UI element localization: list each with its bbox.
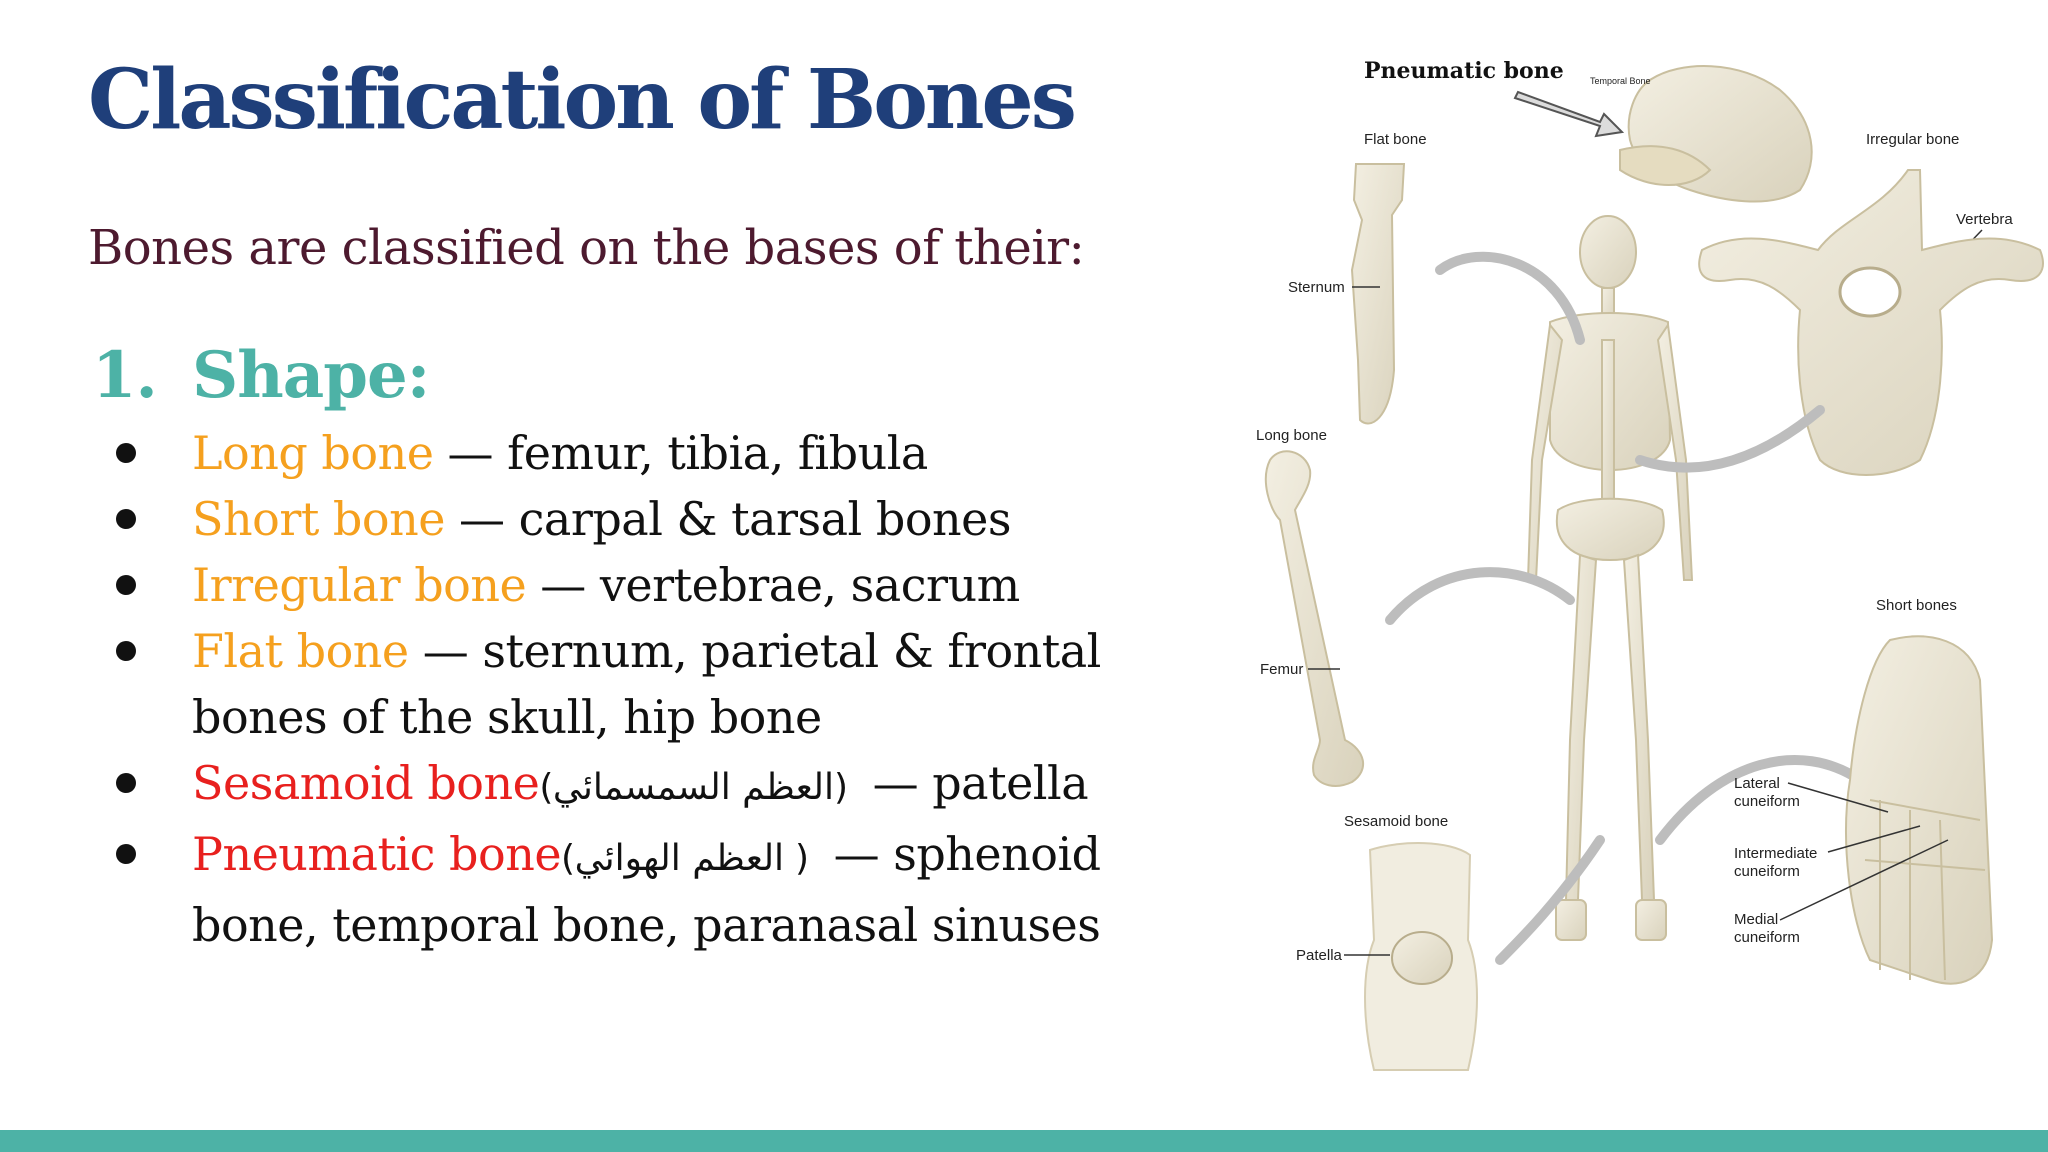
- arrow-to-sesamoid-bone: [1495, 835, 1605, 965]
- leader-line: [1827, 825, 1921, 853]
- femur-image: [1264, 450, 1365, 787]
- list-item-short-bone: Short bone — carpal & tarsal bones: [0, 486, 1150, 552]
- skeleton-illustration: Pneumatic bone Temporal Bone Flat bone S…: [1256, 58, 2044, 1071]
- bone-type-name: Short bone: [192, 492, 445, 546]
- label-intermediate-cuneiform-1: Intermediate: [1734, 845, 1817, 862]
- bullet-icon: [116, 844, 136, 864]
- section-title: Shape:: [192, 338, 430, 413]
- bullet-icon: [116, 443, 136, 463]
- section-number: 1.: [92, 338, 158, 413]
- arrow-to-irregular-bone: [1635, 405, 1825, 473]
- bullet-icon: [116, 773, 136, 793]
- label-femur: Femur: [1260, 661, 1303, 678]
- label-medial-cuneiform-2: cuneiform: [1734, 929, 1800, 946]
- vertebral-foramen: [1838, 266, 1902, 318]
- temporal-bone-image: Temporal Bone: [1590, 65, 1813, 203]
- pointer-arrow-icon: [1513, 90, 1625, 138]
- curved-arrows: [1385, 251, 1865, 965]
- label-patella: Patella: [1296, 947, 1343, 964]
- label-pneumatic-bone: Pneumatic bone: [1364, 58, 1564, 84]
- label-lateral-cuneiform-2: cuneiform: [1734, 793, 1800, 810]
- label-long-bone: Long bone: [1256, 427, 1327, 444]
- bone-type-desc: — vertebrae, sacrum: [526, 558, 1020, 612]
- sternum-image: [1350, 163, 1406, 425]
- bone-type-name: Flat bone: [192, 624, 409, 678]
- list-item-sesamoid-bone: Sesamoid bone (العظم السمسمائي) — patell…: [0, 750, 1150, 821]
- label-medial-cuneiform-1: Medial: [1734, 911, 1778, 928]
- bullet-icon: [116, 641, 136, 661]
- leader-line: [1787, 782, 1889, 813]
- footer-bar: [0, 1130, 2048, 1152]
- bone-type-name: Pneumatic bone: [192, 827, 562, 881]
- bone-type-list: Long bone — femur, tibia, fibula Short b…: [0, 420, 1150, 958]
- label-temporal-bone: Temporal Bone: [1590, 76, 1651, 86]
- arrow-to-flat-bone: [1435, 251, 1585, 345]
- vertebra-image: [1698, 169, 2044, 476]
- intro-text: Bones are classified on the bases of the…: [88, 220, 1085, 276]
- label-intermediate-cuneiform-2: cuneiform: [1734, 863, 1800, 880]
- bone-type-desc: — femur, tibia, fibula: [433, 426, 929, 480]
- leader-line: [1779, 839, 1949, 921]
- bone-type-desc: — sternum, parietal & frontal bones of t…: [192, 624, 1101, 744]
- section-heading: 1. Shape:: [92, 338, 430, 413]
- label-irregular-bone: Irregular bone: [1866, 131, 1959, 148]
- patella-image: [1391, 931, 1453, 985]
- label-flat-bone: Flat bone: [1364, 131, 1427, 148]
- full-skeleton-image: [1526, 215, 1694, 941]
- foot-bone-lines: [1864, 799, 1986, 981]
- bone-type-name: Sesamoid bone: [192, 756, 540, 810]
- arrow-to-short-bones: [1655, 755, 1865, 845]
- label-vertebra: Vertebra: [1956, 211, 2013, 228]
- label-short-bones: Short bones: [1876, 597, 1957, 614]
- bone-type-name: Long bone: [192, 426, 434, 480]
- label-lateral-cuneiform-1: Lateral: [1734, 775, 1780, 792]
- slide-title: Classification of Bones: [88, 52, 1077, 148]
- arrow-to-long-bone: [1385, 567, 1575, 625]
- bullet-icon: [116, 575, 136, 595]
- skeleton-figure: Pneumatic bone Temporal Bone Flat bone S…: [1240, 40, 2048, 1100]
- arabic-term: ( العظم الهوائي): [561, 838, 820, 879]
- arabic-term: (العظم السمسمائي): [539, 767, 859, 808]
- list-item-long-bone: Long bone — femur, tibia, fibula: [0, 420, 1150, 486]
- bone-type-desc: — sphenoid bone, temporal bone, paranasa…: [192, 827, 1101, 952]
- bone-type-desc: — patella: [858, 756, 1089, 810]
- list-item-irregular-bone: Irregular bone — vertebrae, sacrum: [0, 552, 1150, 618]
- bone-type-name: Irregular bone: [192, 558, 527, 612]
- list-item-flat-bone: Flat bone — sternum, parietal & frontal …: [0, 618, 1150, 750]
- bullet-icon: [116, 509, 136, 529]
- list-item-pneumatic-bone: Pneumatic bone ( العظم الهوائي) — spheno…: [0, 821, 1150, 958]
- foot-image: [1845, 635, 1994, 985]
- bone-type-desc: — carpal & tarsal bones: [444, 492, 1011, 546]
- label-sternum: Sternum: [1288, 279, 1345, 296]
- label-sesamoid-bone: Sesamoid bone: [1344, 813, 1448, 830]
